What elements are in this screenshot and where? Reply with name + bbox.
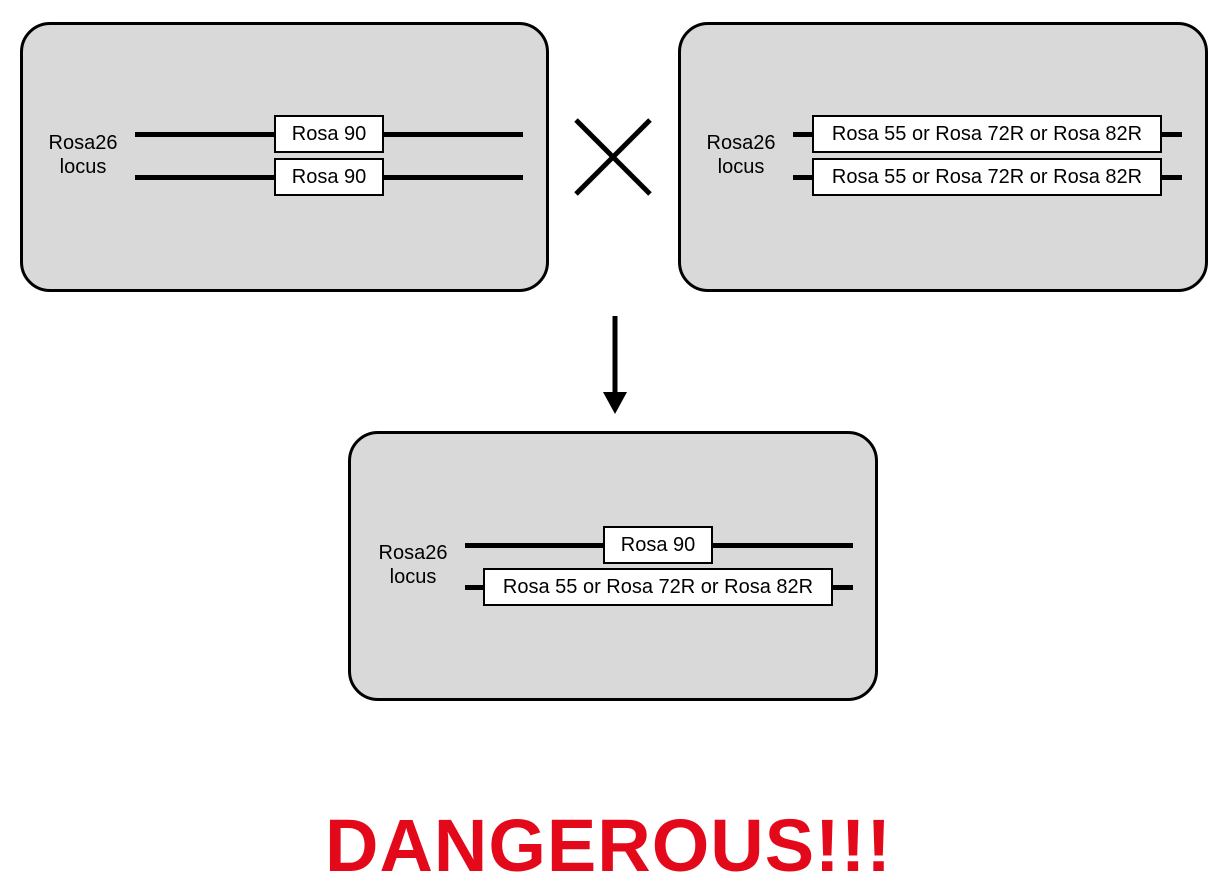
parent-left-allele-top: Rosa 90 [274, 115, 384, 153]
offspring-allele-top: Rosa 90 [603, 526, 713, 564]
arrow-down-icon [603, 316, 627, 414]
offspring-allele-bottom: Rosa 55 or Rosa 72R or Rosa 82R [483, 568, 833, 606]
parent-right-panel [678, 22, 1208, 292]
cross-icon [574, 118, 652, 196]
locus-label-line1: Rosa26 [706, 132, 776, 154]
locus-label-line2: locus [717, 156, 765, 178]
parent-left-allele-bottom: Rosa 90 [274, 158, 384, 196]
danger-warning: DANGEROUS!!! [325, 804, 892, 887]
parent-right-locus-label: Rosa26 locus [696, 131, 786, 179]
locus-label-line2: locus [389, 566, 437, 588]
locus-label-line2: locus [59, 156, 107, 178]
parent-right-allele-top: Rosa 55 or Rosa 72R or Rosa 82R [812, 115, 1162, 153]
locus-label-line1: Rosa26 [378, 542, 448, 564]
parent-right-allele-bottom: Rosa 55 or Rosa 72R or Rosa 82R [812, 158, 1162, 196]
offspring-locus-label: Rosa26 locus [368, 541, 458, 589]
locus-label-line1: Rosa26 [48, 132, 118, 154]
parent-left-panel [20, 22, 549, 292]
offspring-panel [348, 431, 878, 701]
parent-left-locus-label: Rosa26 locus [38, 131, 128, 179]
